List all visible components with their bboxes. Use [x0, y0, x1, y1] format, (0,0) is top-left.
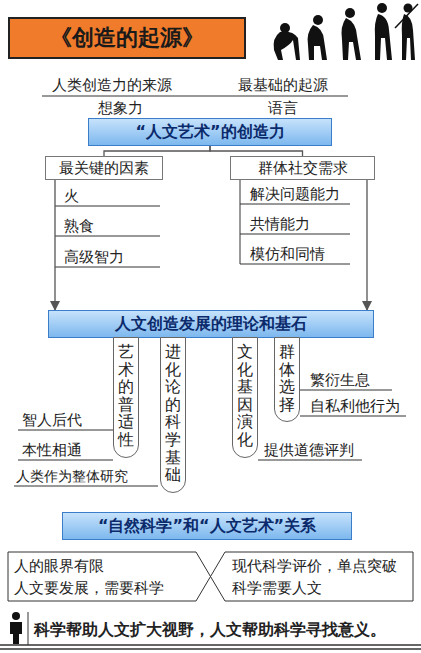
node-text: 艺术的普适性: [118, 343, 134, 449]
text-label: 人类作为整体研究: [16, 466, 128, 486]
connector: [54, 180, 55, 310]
connector: [104, 146, 210, 156]
text-label: 科学需要人文: [232, 578, 322, 598]
section-band: “人文艺术”的创造力: [88, 118, 332, 146]
text-label: 科学帮助人文扩大视野，人文帮助科学寻找意义。: [34, 620, 386, 640]
evolution-illustration: [274, 3, 418, 60]
text-label: 想象力: [98, 98, 143, 118]
node-text: 人文创造发展的理论和基石: [115, 314, 307, 334]
text-label: 人文要发展，需要科学: [14, 578, 164, 598]
node-text: 群体选择: [279, 343, 295, 413]
text-label: 最基础的起源: [238, 75, 328, 95]
text-label: 语言: [268, 98, 298, 118]
section-band: 人文创造发展的理论和基石: [48, 310, 374, 338]
text-label: 人的眼界有限: [14, 556, 104, 576]
text-label: 自私利他行为: [310, 396, 400, 416]
text-label: 模仿和同情: [250, 244, 325, 264]
theory-column: 进化论的科学基础: [160, 337, 186, 493]
node-text: 文化基因演化: [237, 343, 253, 449]
factor-box: 群体社交需求: [230, 156, 375, 180]
text-label: 解决问题能力: [250, 184, 340, 204]
section-band: “自然科学”和“人文艺术”关系: [62, 512, 352, 540]
text-label: 熟食: [64, 216, 94, 236]
text-label: 智人后代: [22, 410, 82, 430]
theory-column: 群体选择: [274, 337, 300, 422]
text-label: 现代科学评价，单点突破: [232, 556, 397, 576]
node-text: 群体社交需求: [258, 159, 348, 177]
text-label: 共情能力: [250, 214, 310, 234]
title-box: 《创造的起源》: [8, 17, 246, 59]
text-label: 火: [64, 186, 79, 206]
text-label: 人类创造力的来源: [52, 75, 172, 95]
node-text: 最关键的因素: [59, 159, 149, 177]
factor-box: 最关键的因素: [45, 156, 163, 180]
connector: [366, 180, 367, 310]
text-label: 本性相通: [22, 440, 82, 460]
leader-lines: [0, 96, 421, 649]
node-text: “人文艺术”的创造力: [135, 122, 284, 142]
connector: [210, 146, 303, 156]
node-text: 进化论的科学基础: [165, 343, 181, 484]
person-icon: [10, 612, 22, 644]
theory-column: 艺术的普适性: [113, 337, 139, 458]
text-label: 高级智力: [64, 247, 124, 267]
text-label: 繁衍生息: [310, 370, 370, 390]
theory-column: 文化基因演化: [232, 337, 258, 458]
node-text: “自然科学”和“人文艺术”关系: [98, 516, 316, 536]
text-label: 提供道德评判: [264, 440, 354, 460]
